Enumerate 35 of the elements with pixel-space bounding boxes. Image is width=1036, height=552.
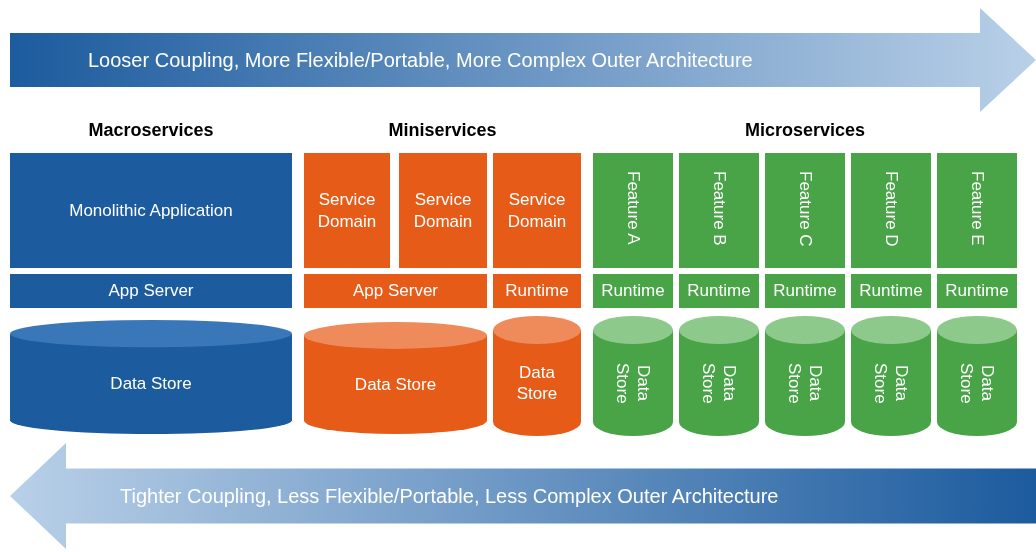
node-label: Data Store — [956, 361, 999, 406]
service-block: App Server — [10, 274, 292, 308]
feature-block — [765, 153, 845, 268]
node-label: Tighter Coupling, Less Flexible/Portable, Less Complex Outer Architecture — [120, 483, 779, 509]
feature-block — [593, 153, 673, 268]
node-label: Data Store — [515, 361, 559, 405]
service-block: Service Domain — [493, 153, 581, 268]
feature-block — [937, 153, 1017, 268]
node-label: Data Store — [784, 361, 827, 406]
service-block: Runtime — [937, 274, 1017, 308]
service-block: Monolithic Application — [10, 153, 292, 268]
feature-label: Feature C — [794, 171, 816, 247]
feature-label: Feature E — [966, 171, 988, 246]
node-label: Data Store — [698, 361, 741, 406]
node-label: Data Store — [110, 373, 192, 395]
node-label: Data Store — [870, 361, 913, 406]
column-heading: Miniservices — [388, 120, 497, 141]
node-label: Data Store — [354, 374, 437, 396]
service-block: Runtime — [493, 274, 581, 308]
feature-label: Feature A — [622, 171, 644, 245]
feature-block — [851, 153, 931, 268]
feature-label: Feature B — [708, 171, 730, 246]
column-heading: Macroservices — [88, 120, 214, 141]
node-label: Data Store — [612, 361, 655, 406]
service-block: Runtime — [593, 274, 673, 308]
service-block: Runtime — [679, 274, 759, 308]
service-block: Service Domain — [304, 153, 390, 268]
service-block: App Server — [304, 274, 487, 308]
feature-label: Feature D — [880, 171, 902, 247]
column-heading: Microservices — [745, 120, 866, 141]
service-block: Service Domain — [399, 153, 487, 268]
service-block: Runtime — [851, 274, 931, 308]
service-block: Runtime — [765, 274, 845, 308]
feature-block — [679, 153, 759, 268]
node-label: Looser Coupling, More Flexible/Portable, More Complex Outer Architecture — [88, 47, 753, 73]
